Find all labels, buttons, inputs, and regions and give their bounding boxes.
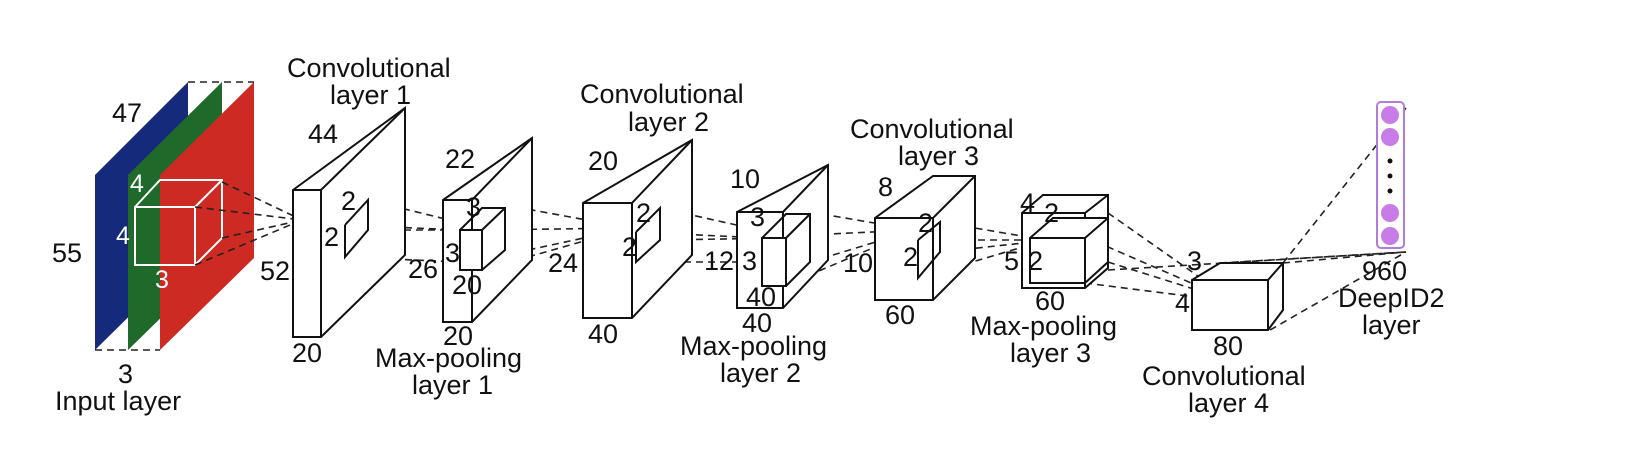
conv1-title-line1: Convolutional xyxy=(287,53,451,83)
pool3-top-dim: 4 xyxy=(1020,188,1035,218)
deepid2-layer: 960 DeepID2 layer xyxy=(1338,101,1445,340)
conv3-kernel-b: 2 xyxy=(903,242,918,272)
pool2-kernel-c: 40 xyxy=(746,282,776,312)
conv3-side-dim: 10 xyxy=(843,248,873,278)
pool1-title-line1: Max-pooling xyxy=(375,343,522,373)
neuron-node xyxy=(1381,204,1399,222)
pool3-title-line1: Max-pooling xyxy=(970,311,1117,341)
neuron-node xyxy=(1381,128,1399,146)
conv2-kernel-b: 2 xyxy=(622,232,637,262)
conv3-title-line2: layer 3 xyxy=(898,141,979,171)
pool1-title-line2: layer 1 xyxy=(412,370,493,400)
conv1-top-dim: 44 xyxy=(308,119,338,149)
deepid2-title-line2: layer xyxy=(1362,310,1421,340)
conv-layer-2: Convolutional layer 2 20 24 2 2 40 xyxy=(548,79,744,349)
conv4-top-dim: 3 xyxy=(1187,246,1202,276)
input-layer: 47 55 4 4 3 3 Input layer xyxy=(52,81,254,416)
input-channels-label: 3 xyxy=(118,359,133,389)
conv1-kernel-a: 2 xyxy=(341,186,356,216)
ellipsis-dot xyxy=(1387,188,1393,194)
neuron-node xyxy=(1381,227,1399,245)
input-kernel-label-a: 4 xyxy=(130,170,144,198)
conv-layer-1: Convolutional layer 1 44 52 20 2 2 xyxy=(260,53,451,368)
deepid2-size-label: 960 xyxy=(1362,256,1407,286)
pool3-kernel-a: 2 xyxy=(1044,198,1059,228)
conv1-title-line2: layer 1 xyxy=(330,80,411,110)
conv4-title-line1: Convolutional xyxy=(1142,361,1306,391)
pool2-kernel-a: 3 xyxy=(750,202,765,232)
conv2-title-line2: layer 2 xyxy=(628,107,709,137)
input-height-label: 55 xyxy=(52,238,82,268)
input-kernel-cube xyxy=(134,179,223,266)
max-pooling-layer-1: 22 26 3 3 20 20 Max-pooling layer 1 xyxy=(375,136,533,400)
deepid2-title-line1: DeepID2 xyxy=(1338,283,1445,313)
conv2-kernel-a: 2 xyxy=(636,198,651,228)
max-pooling-layer-2: 10 12 3 3 40 40 Max-pooling layer 2 xyxy=(680,163,829,388)
input-kernel-label-c: 3 xyxy=(155,266,169,294)
conv3-bottom-dim: 60 xyxy=(885,300,915,330)
conv1-kernel-b: 2 xyxy=(324,222,339,252)
pool2-side-dim: 12 xyxy=(704,246,734,276)
conv2-side-dim: 24 xyxy=(548,248,578,278)
conv-layer-3: Convolutional layer 3 8 10 2 2 60 xyxy=(843,114,1014,330)
pool2-bottom-dim: 40 xyxy=(742,308,772,338)
input-channel-red xyxy=(160,82,254,350)
pool3-bottom-dim: 60 xyxy=(1035,286,1065,316)
conv3-top-dim: 8 xyxy=(878,172,893,202)
pool2-top-dim: 10 xyxy=(730,164,760,194)
pool1-side-dim: 26 xyxy=(408,254,438,284)
conv4-bottom-dim: 80 xyxy=(1213,331,1243,361)
input-kernel-label-b: 4 xyxy=(116,222,130,250)
pool1-top-dim: 22 xyxy=(445,144,475,174)
conv2-bottom-dim: 40 xyxy=(588,319,618,349)
conv1-bottom-dim: 20 xyxy=(292,338,322,368)
conv4-side-dim: 4 xyxy=(1175,288,1190,318)
max-pooling-layer-3: 4 2 5 2 60 Max-pooling layer 3 xyxy=(970,188,1117,368)
ellipsis-dot xyxy=(1387,173,1393,179)
conv3-kernel-a: 2 xyxy=(918,208,933,238)
pool1-kernel-b: 3 xyxy=(445,238,460,268)
input-layer-title: Input layer xyxy=(55,386,181,416)
conv4-title-line2: layer 4 xyxy=(1188,388,1269,418)
pool3-kernel-b: 2 xyxy=(1028,246,1043,276)
pool1-bottom-dim: 20 xyxy=(443,321,473,351)
pool2-title-line1: Max-pooling xyxy=(680,331,827,361)
pool2-title-line2: layer 2 xyxy=(720,358,801,388)
pool3-title-line2: layer 3 xyxy=(1010,338,1091,368)
pool1-kernel-a: 3 xyxy=(466,192,481,222)
pool3-side-dim: 5 xyxy=(1004,246,1019,276)
neuron-node xyxy=(1381,106,1399,124)
conv2-title-line1: Convolutional xyxy=(580,79,744,109)
conv1-side-dim: 52 xyxy=(260,256,290,286)
conv3-title-line1: Convolutional xyxy=(850,114,1014,144)
pool1-kernel-c: 20 xyxy=(452,270,482,300)
conv-layer-4: 3 4 80 Convolutional layer 4 xyxy=(1142,246,1306,418)
conv2-top-dim: 20 xyxy=(588,146,618,176)
ellipsis-dot xyxy=(1387,158,1393,164)
input-width-label: 47 xyxy=(112,98,142,128)
pool2-kernel-b: 3 xyxy=(742,246,757,276)
